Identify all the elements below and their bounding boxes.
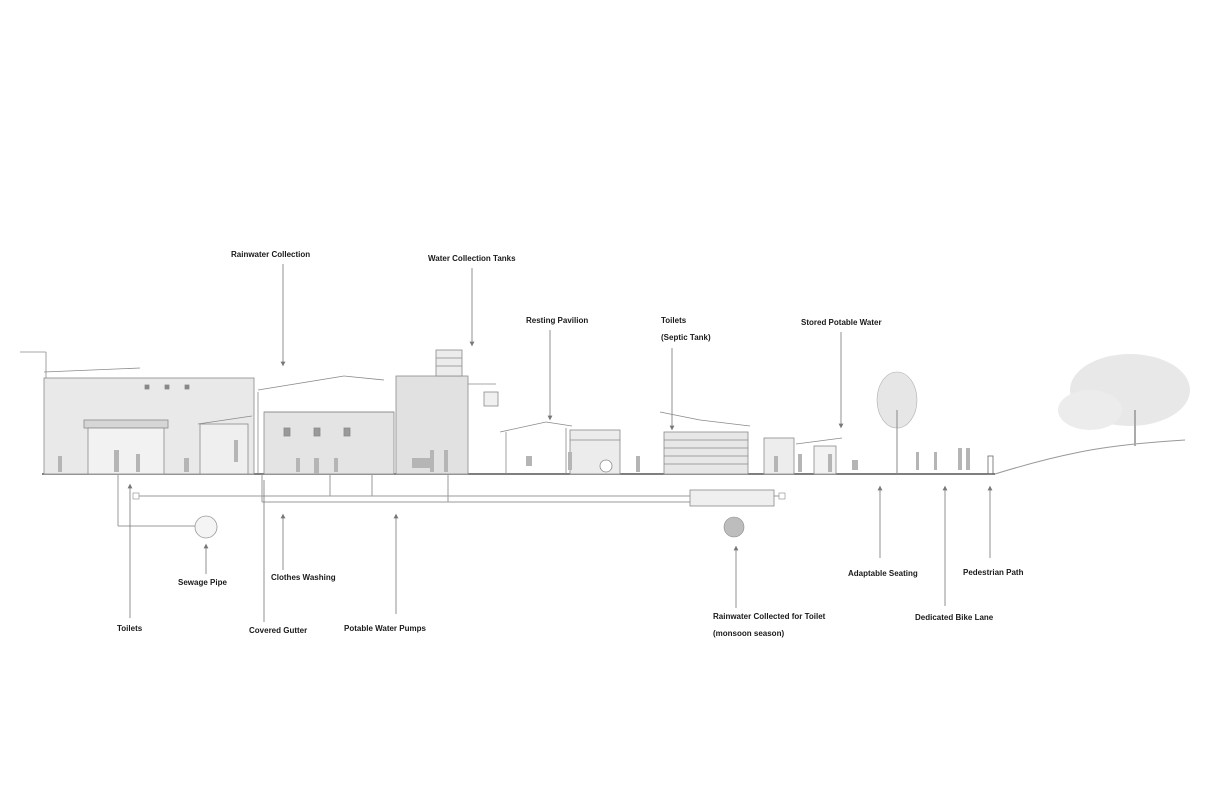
- people-figures: [58, 440, 970, 474]
- label-toilets: Toilets: [117, 624, 143, 633]
- label-covered-gutter: Covered Gutter: [249, 626, 308, 635]
- left-house: [20, 351, 255, 475]
- label-water-collection-tanks: Water Collection Tanks: [428, 254, 516, 263]
- underground-tank: [689, 489, 775, 507]
- label-sewage-pipe: Sewage Pipe: [178, 578, 227, 587]
- label-rainwater-collection: Rainwater Collection: [231, 250, 311, 259]
- label-potable-water-pumps: Potable Water Pumps: [344, 624, 426, 633]
- street-tree: [876, 371, 918, 474]
- rainwater-cistern: [723, 516, 745, 538]
- resting-pavilion: [499, 421, 621, 475]
- label-adaptable-seating: Adaptable Seating: [848, 569, 918, 578]
- toilet-block: [659, 411, 751, 475]
- background-tree: [1058, 354, 1190, 446]
- slope-terrain: [994, 439, 1186, 475]
- label-stored-potable-water: Stored Potable Water: [801, 318, 882, 327]
- label-monsoon-season: (monsoon season): [713, 629, 785, 638]
- label-resting-pavilion: Resting Pavilion: [526, 316, 589, 325]
- central-house: [257, 375, 395, 475]
- sewage-pipe: [194, 515, 218, 539]
- label-rainwater-toilet: Rainwater Collected for Toilet: [713, 612, 826, 621]
- label-clothes-washing: Clothes Washing: [271, 573, 336, 582]
- label-toilets-septic: Toilets: [661, 316, 687, 325]
- label-pedestrian-path: Pedestrian Path: [963, 568, 1024, 577]
- pipe-joint-left: [132, 492, 140, 500]
- pedestrian-curb: [987, 455, 994, 475]
- underground-pipes: [117, 474, 782, 527]
- label-dedicated-bike-lane: Dedicated Bike Lane: [915, 613, 994, 622]
- leader-lines: [127, 264, 993, 622]
- water-stall: [763, 437, 843, 475]
- label-septic-tank: (Septic Tank): [661, 333, 711, 342]
- pipe-joint-right: [778, 492, 786, 500]
